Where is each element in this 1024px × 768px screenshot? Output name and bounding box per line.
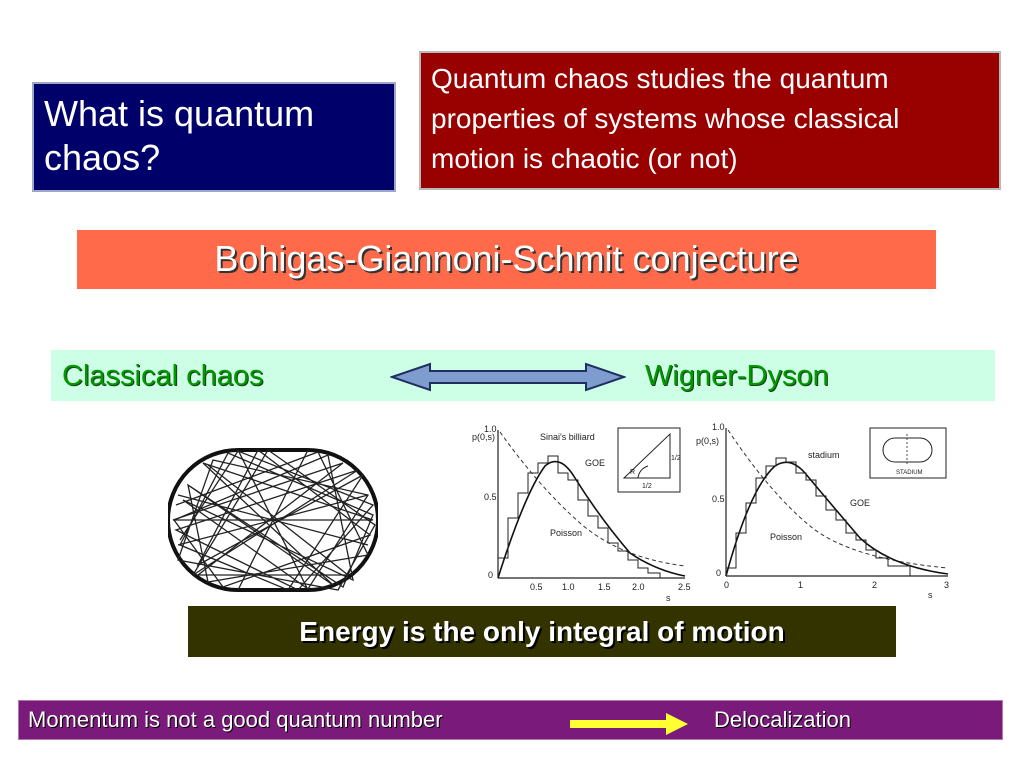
left-right-arrow-icon [390, 362, 626, 392]
definition-box: Quantum chaos studies the quantum proper… [419, 51, 1001, 190]
left-label-poisson: Poisson [550, 528, 582, 538]
left-xlabel: s [666, 593, 671, 603]
right-xtick-2: 2 [872, 580, 877, 590]
left-goe-curve [497, 460, 686, 579]
right-ylabel: p(0,s) [696, 436, 719, 446]
conjecture-text: Bohigas-Giannoni-Schmit conjecture [214, 238, 799, 279]
momentum-statement: Momentum is not a good quantum number [28, 707, 443, 732]
wigner-dyson-label: Wigner-Dyson [645, 360, 829, 392]
left-histogram [497, 455, 661, 578]
left-ytick-0: 0 [488, 570, 493, 580]
right-xtick-3: 3 [944, 580, 949, 590]
left-inset-label-a: 1/2 [671, 455, 681, 462]
right-ytick-1: 1.0 [712, 422, 725, 432]
right-histogram [725, 457, 911, 576]
right-goe-curve [725, 461, 949, 577]
delocalization-label: Delocalization [714, 707, 851, 732]
right-label-poisson: Poisson [770, 532, 802, 542]
left-xtick-10: 1.0 [562, 582, 575, 592]
energy-statement: Energy is the only integral of motion [299, 616, 785, 647]
bottom-bar [18, 700, 1003, 740]
level-spacing-plots: p(0,s) 1.0 0.5 0 0.5 1.0 1.5 2.0 2.5 s S… [470, 418, 960, 608]
left-ylabel: p(0,s) [472, 432, 495, 442]
slide-title: What is quantum chaos? [44, 93, 315, 178]
right-inset [869, 427, 947, 479]
right-ytick-0: 0 [716, 568, 721, 578]
classical-chaos-label: Classical chaos [62, 360, 264, 392]
conjecture-banner: Bohigas-Giannoni-Schmit conjecture [77, 230, 936, 289]
right-xtick-0: 0 [724, 580, 729, 590]
right-xlabel: s [928, 590, 933, 600]
right-inset-label: STADIUM [896, 470, 923, 476]
left-poisson-curve [499, 431, 686, 567]
right-xtick-1: 1 [798, 580, 803, 590]
right-label-goe: GOE [850, 498, 870, 508]
left-inset-label-b: 1/2 [642, 483, 652, 490]
right-ytick-05: 0.5 [712, 494, 725, 504]
right-spacing-plot: p(0,s) 1.0 0.5 0 0 1 2 3 s stadium GOE P… [696, 422, 949, 600]
left-label-goe: GOE [585, 458, 605, 468]
left-xtick-20: 2.0 [632, 582, 645, 592]
left-label-system: Sinai's billiard [540, 432, 595, 442]
left-ytick-1: 1.0 [484, 424, 497, 434]
right-label-system: stadium [808, 450, 840, 460]
left-xtick-05: 0.5 [530, 582, 543, 592]
left-spacing-plot: p(0,s) 1.0 0.5 0 0.5 1.0 1.5 2.0 2.5 s S… [472, 424, 691, 603]
left-inset-label-r: R [630, 469, 635, 476]
energy-statement-box: Energy is the only integral of motion [188, 606, 896, 657]
right-inset-stadium [882, 437, 933, 463]
left-xtick-25: 2.5 [678, 582, 691, 592]
right-arrow-icon [570, 713, 688, 735]
left-xtick-15: 1.5 [598, 582, 611, 592]
stadium-billiard-trajectory [168, 448, 378, 592]
title-box: What is quantum chaos? [32, 82, 396, 192]
left-ytick-05: 0.5 [484, 492, 497, 502]
definition-text: Quantum chaos studies the quantum proper… [431, 63, 900, 174]
left-inset-triangle [622, 432, 671, 479]
